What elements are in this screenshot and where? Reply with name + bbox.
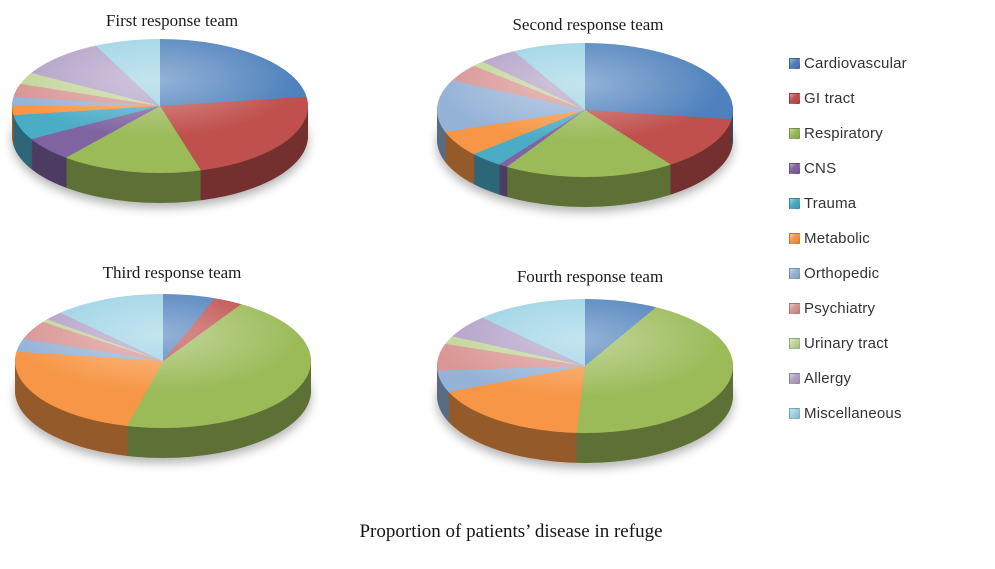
legend-item: Urinary tract xyxy=(789,334,907,352)
legend-item: Orthopedic xyxy=(789,264,907,282)
legend-swatch-icon xyxy=(789,162,800,174)
legend-label: GI tract xyxy=(804,89,855,107)
pie-gloss-highlight xyxy=(15,294,311,428)
legend-label: Allergy xyxy=(804,369,852,387)
legend-swatch-icon xyxy=(789,127,800,139)
legend-item: Allergy xyxy=(789,369,907,387)
legend-item: Respiratory xyxy=(789,124,907,142)
pie-top-surface xyxy=(15,294,311,428)
legend-label: CNS xyxy=(804,159,837,177)
legend-swatch-icon xyxy=(789,407,800,419)
legend-label: Cardiovascular xyxy=(804,54,907,72)
pie-title-third-response-team: Third response team xyxy=(102,263,242,282)
legend-swatch-icon xyxy=(789,372,800,384)
pie-gloss-highlight xyxy=(437,43,733,177)
legend-item: Metabolic xyxy=(789,229,907,247)
legend-label: Psychiatry xyxy=(804,299,876,317)
legend-swatch-icon xyxy=(789,337,800,349)
legend-item: Psychiatry xyxy=(789,299,907,317)
legend-item: Trauma xyxy=(789,194,907,212)
pie-title-fourth-response-team: Fourth response team xyxy=(516,267,664,286)
legend-item: Cardiovascular xyxy=(789,54,907,72)
legend-label: Metabolic xyxy=(804,229,870,247)
pie-title-first-response-team: First response team xyxy=(105,11,239,30)
pie-chart-second-response-team xyxy=(437,43,733,209)
legend-label: Orthopedic xyxy=(804,264,880,282)
pie-top-surface xyxy=(437,299,733,433)
legend-swatch-icon xyxy=(789,197,800,209)
pie-chart-fourth-response-team xyxy=(437,299,733,465)
figure-caption: Proportion of patients’ disease in refug… xyxy=(359,521,663,542)
legend-item: GI tract xyxy=(789,89,907,107)
legend-swatch-icon xyxy=(789,57,800,69)
pie-top-surface xyxy=(12,39,308,173)
legend-label: Trauma xyxy=(804,194,857,212)
legend-item: Miscellaneous xyxy=(789,404,907,422)
pie-chart-first-response-team xyxy=(12,39,308,205)
pie-title-second-response-team: Second response team xyxy=(512,15,664,34)
legend-swatch-icon xyxy=(789,267,800,279)
pie-gloss-highlight xyxy=(437,299,733,433)
legend-swatch-icon xyxy=(789,232,800,244)
pie-top-surface xyxy=(437,43,733,177)
pie-chart-third-response-team xyxy=(15,294,311,460)
legend-swatch-icon xyxy=(789,92,800,104)
legend-label: Miscellaneous xyxy=(804,404,902,422)
pie-gloss-highlight xyxy=(12,39,308,173)
legend-label: Respiratory xyxy=(804,124,883,142)
legend-swatch-icon xyxy=(789,302,800,314)
legend-label: Urinary tract xyxy=(804,334,889,352)
legend-item: CNS xyxy=(789,159,907,177)
